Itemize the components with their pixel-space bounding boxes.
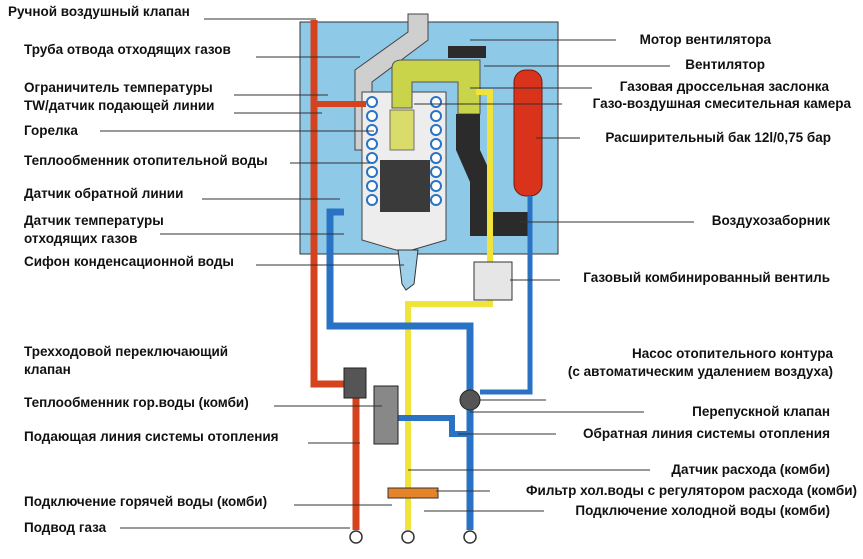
label-supply-line: Подающая линия системы отопления	[24, 429, 279, 444]
label-flow-sensor: Датчик расхода (комби)	[671, 462, 830, 477]
label-return-line: Обратная линия системы отопления	[583, 426, 830, 441]
label-mixing-chamber: Газо-воздушная смесительная камера	[592, 96, 851, 111]
burner-chamber	[380, 160, 430, 212]
expansion-tank-shape	[513, 69, 543, 197]
left-leader-lines	[100, 18, 404, 529]
coil-tubes	[366, 96, 442, 206]
return-pipe	[326, 208, 474, 530]
air-intake-duct	[456, 114, 528, 236]
label-three-way-line2: клапан	[24, 362, 71, 377]
label-gas-inlet: Подвод газа	[24, 520, 107, 535]
label-three-way-line1: Трехходовой переключающий	[24, 344, 229, 359]
label-return-sensor: Датчик обратной линии	[24, 186, 184, 201]
label-fan: Вентилятор	[685, 57, 765, 72]
three-way-valve-shape	[343, 367, 367, 399]
label-pump-line2: (с автоматическим удалением воздуха)	[567, 364, 833, 379]
label-heating-exchanger: Теплообменник отопительной воды	[24, 153, 268, 168]
label-cold-filter: Фильтр хол.воды с регулятором расхода (к…	[526, 483, 857, 498]
connection-fittings	[349, 530, 477, 544]
label-siphon: Сифон конденсационной воды	[24, 254, 234, 269]
label-expansion-tank: Расширительный бак 12l/0,75 бар	[605, 130, 831, 145]
label-gas-valve: Газовый комбинированный вентиль	[583, 270, 830, 285]
label-fan-motor: Мотор вентилятора	[639, 32, 771, 47]
label-flue-pipe: Труба отвода отходящих газов	[24, 42, 231, 57]
label-burner: Горелка	[24, 123, 78, 138]
label-flue-sensor-line1: Датчик температуры	[24, 213, 164, 228]
label-bypass: Перепускной клапан	[692, 404, 830, 419]
label-tw-sensor: TW/датчик подающей линии	[24, 98, 215, 113]
siphon-shape	[397, 249, 419, 291]
label-cold-water-conn: Подключение холодной воды (комби)	[575, 503, 830, 518]
label-gas-throttle: Газовая дроссельная заслонка	[619, 79, 829, 94]
label-air-intake: Воздухозаборник	[711, 213, 830, 228]
label-hot-water-conn: Подключение горячей воды (комби)	[24, 494, 268, 509]
gas-valve-shape	[473, 261, 513, 301]
supply-pipe	[310, 20, 360, 530]
label-manual-air-valve: Ручной воздушный клапан	[8, 4, 190, 19]
mixing-chamber-shape	[391, 59, 481, 115]
label-temp-limiter: Ограничитель температуры	[24, 80, 213, 95]
label-dhw-exchanger: Теплообменник гор.воды (комби)	[24, 395, 249, 410]
cold-filter-shape	[387, 487, 439, 499]
right-leader-lines	[408, 39, 694, 512]
dhw-exchanger-shape	[373, 385, 399, 445]
fan-motor-shape	[448, 46, 486, 58]
gas-pipe	[405, 89, 493, 530]
label-flue-sensor-line2: отходящих газов	[24, 231, 138, 246]
burner-mesh	[389, 109, 415, 151]
tank-connection	[480, 196, 533, 395]
pump-shape	[459, 389, 481, 411]
label-pump-line1: Насос отопительного контура	[632, 346, 833, 361]
